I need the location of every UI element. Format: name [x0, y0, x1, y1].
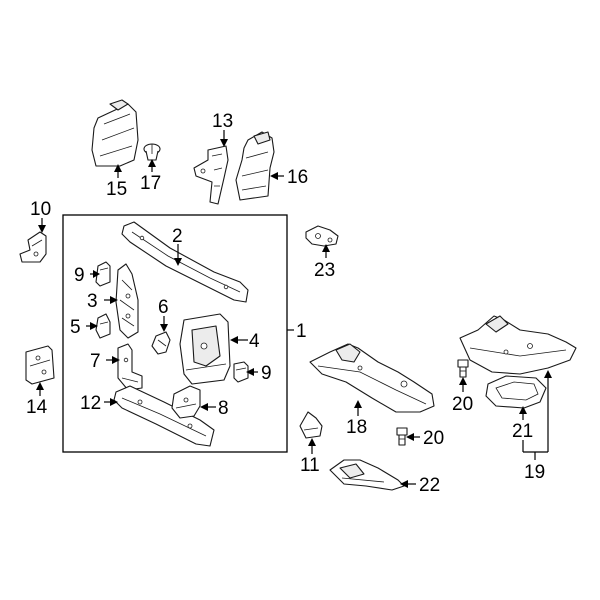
callout-3: 3	[87, 291, 98, 312]
callout-15: 15	[106, 179, 127, 200]
arrow-20b	[406, 433, 414, 441]
arrow-6	[160, 324, 168, 332]
callout-14: 14	[26, 397, 48, 418]
callout-11: 11	[300, 455, 320, 476]
part-20-bolt-upper	[457, 359, 469, 378]
arrow-14	[36, 382, 44, 390]
callout-8: 8	[218, 398, 229, 419]
arrow-13	[220, 139, 228, 147]
arrow-9a	[93, 270, 100, 278]
part-8-bracket	[171, 385, 201, 419]
callout-9-left: 9	[74, 265, 85, 286]
arrow-21	[519, 406, 527, 414]
part-2-upper-tie-bar	[121, 221, 249, 303]
arrow-3	[110, 296, 118, 304]
callout-2: 2	[172, 226, 183, 247]
callout-7: 7	[90, 351, 101, 372]
arrow-11	[308, 438, 316, 446]
arrow-22	[400, 480, 408, 488]
callout-20-upper: 20	[452, 394, 473, 415]
part-19-under-cover	[459, 315, 577, 375]
part-12-lower-support	[113, 385, 215, 447]
callout-12: 12	[80, 393, 101, 414]
arrow-17	[148, 159, 156, 167]
arrow-7	[112, 356, 120, 364]
part-14-plate	[25, 345, 55, 385]
callout-20-lower: 20	[423, 428, 444, 449]
arrow-12	[110, 398, 118, 406]
part-23-clip	[305, 225, 339, 247]
arrow-9b	[246, 368, 254, 376]
arrow-10	[38, 225, 46, 233]
arrow-2	[174, 258, 182, 266]
part-9-pad-right	[233, 361, 249, 383]
callout-16: 16	[287, 167, 308, 188]
callout-23: 23	[314, 260, 335, 281]
part-13-bracket	[193, 145, 229, 205]
part-5-bracket	[95, 313, 111, 339]
part-22-shield	[329, 459, 405, 491]
part-16-air-guide	[235, 131, 275, 201]
arrow-19	[544, 370, 552, 378]
callout-9-right: 9	[261, 363, 272, 384]
callout-21: 21	[512, 421, 533, 442]
part-11-bracket	[299, 411, 323, 439]
callout-4: 4	[249, 331, 260, 352]
part-20-bolt-lower	[396, 427, 408, 446]
part-7-bracket	[117, 343, 143, 391]
callout-13: 13	[212, 111, 233, 132]
part-4-side-support	[179, 313, 231, 385]
callout-10: 10	[30, 199, 51, 220]
part-9-pad-left	[95, 261, 111, 287]
callout-22: 22	[419, 475, 440, 496]
callout-1: 1	[296, 321, 307, 342]
callout-19: 19	[524, 462, 545, 483]
assembly-frame	[62, 214, 288, 453]
part-3-side-support	[115, 263, 139, 339]
arrow-20a	[459, 377, 467, 385]
arrow-5	[90, 322, 98, 330]
arrow-23	[322, 244, 330, 252]
part-15-air-guide	[91, 99, 139, 167]
part-18-splash-shield	[309, 343, 435, 413]
callout-18: 18	[346, 417, 367, 438]
part-21-cover	[485, 375, 547, 409]
callout-17: 17	[140, 173, 161, 194]
callout-5: 5	[70, 317, 81, 338]
part-10-bracket	[19, 231, 47, 263]
arrow-16	[270, 172, 278, 180]
arrow-8	[200, 403, 208, 411]
arrow-4	[230, 336, 238, 344]
part-6-bracket	[151, 331, 171, 355]
arrow-18	[354, 400, 362, 408]
callout-6: 6	[158, 297, 169, 318]
part-17-clip	[143, 143, 161, 161]
arrow-15	[114, 164, 122, 172]
